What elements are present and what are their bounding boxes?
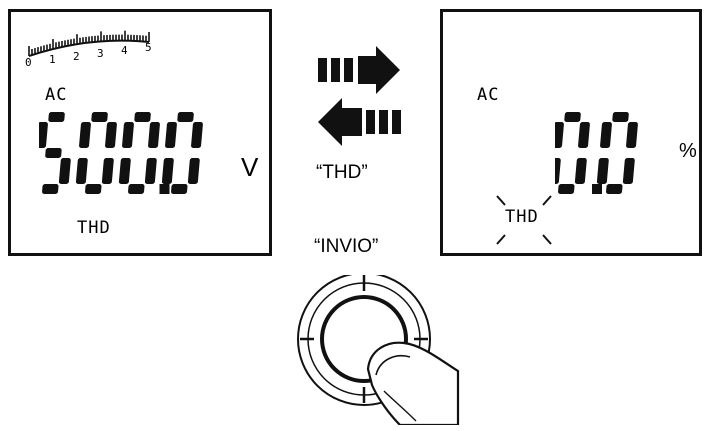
- lcd-display-voltage: 0 1 2 3 4 5 AC V THD: [8, 9, 272, 256]
- digit: [118, 112, 160, 194]
- bargraph-scale: [28, 30, 150, 57]
- main-reading-digits: [555, 112, 638, 194]
- digit: [596, 112, 638, 194]
- unit-label: V: [241, 152, 260, 182]
- unit-label: %: [679, 140, 698, 162]
- enter-key-caption: “INVIO”: [314, 236, 379, 257]
- bargraph-tick-label: 2: [73, 50, 80, 63]
- digit: [39, 112, 71, 194]
- arrow-right-icon: [318, 46, 400, 94]
- main-reading-digits: [39, 112, 203, 194]
- bargraph-tick-label: 1: [49, 53, 56, 66]
- function-label: THD: [505, 207, 539, 227]
- finger-press-icon: [366, 341, 460, 425]
- mode-label: AC: [477, 85, 500, 105]
- bargraph-tick-label: 4: [121, 44, 128, 57]
- lcd-display-thd: AC % THD: [440, 9, 702, 256]
- digit: [555, 112, 590, 194]
- arrow-left-icon: [318, 98, 401, 146]
- mode-label: AC: [45, 85, 68, 105]
- digit: [161, 112, 203, 194]
- bargraph-tick-label: 5: [145, 41, 152, 54]
- decimal-point: [592, 184, 602, 194]
- blink-indicator-icon: [496, 195, 552, 245]
- decimal-point: [159, 184, 170, 194]
- thd-key-caption: “THD”: [316, 162, 368, 183]
- bargraph-tick-label: 0: [25, 56, 32, 69]
- function-label: THD: [77, 218, 111, 238]
- digit: [75, 112, 117, 194]
- rotary-selector-icon[interactable]: [292, 275, 462, 425]
- bargraph-tick-label: 3: [97, 47, 104, 60]
